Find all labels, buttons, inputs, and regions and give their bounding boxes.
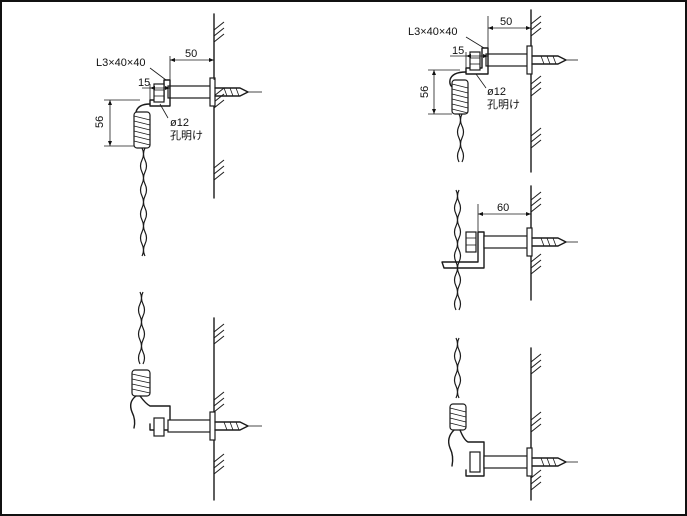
nut-5 [469,451,481,473]
dim-height-1: 56 [94,99,140,147]
diagram-1: 50 L3×40×40 15 56 ø12 孔明け [94,48,262,257]
nut-3 [153,417,165,437]
dim-width-2: 50 [487,16,532,48]
dim-56-label: 56 [94,116,106,128]
spring-2 [451,79,469,115]
washer-3 [209,411,216,441]
dim-60-label: 60 [497,202,509,214]
hook-3 [129,395,137,429]
hole-dia-label-2: ø12 [487,86,506,98]
dim-15-label-2: 15 [452,45,464,57]
washer [209,77,216,107]
dim-50-label-2: 50 [500,16,512,28]
leader-angle [149,67,167,81]
bolt-5 [483,455,532,469]
dim-height-2: 56 [419,69,460,115]
washer-2 [526,45,533,75]
wall-right-lower [530,347,542,501]
diagram-3 [129,291,262,441]
nut-2 [469,51,481,71]
wall-left-lower [213,317,225,501]
diagram-5 [447,337,578,477]
dim-15-label: 15 [138,77,150,89]
nut-4 [465,231,477,253]
bracket-4 [441,231,485,269]
hole-note-label: 孔明け [170,129,203,142]
spring-3 [131,369,151,397]
angle-spec-label: L3×40×40 [96,57,146,69]
dim-offset-2: 15 [450,45,488,68]
bolt-4 [483,235,532,249]
hole-dia-label: ø12 [170,117,189,129]
dim-width-4: 60 [477,202,532,232]
washer-5 [526,447,533,477]
dim-56-label-2: 56 [419,86,431,98]
dim-50-label: 50 [185,48,197,60]
wire-rope-3 [137,291,143,365]
spring-5 [449,403,467,431]
dim-offset-1: 15 [138,77,170,100]
washer-4 [526,227,533,257]
hole-note-label-2: 孔明け [487,98,520,111]
bolt-2 [485,53,532,67]
angle-spec-label-2: L3×40×40 [408,26,458,38]
nut [153,83,165,103]
dim-width-1: 50 [169,48,215,80]
spring [133,111,151,149]
bolt-shaft [167,85,215,99]
leader-angle-2 [465,36,485,49]
bolt-3 [167,419,215,433]
diagram-4: 60 [441,189,578,311]
diagram-2: 50 L3×40×40 15 56 ø12 孔明け [408,16,578,163]
hook-5 [447,429,455,467]
